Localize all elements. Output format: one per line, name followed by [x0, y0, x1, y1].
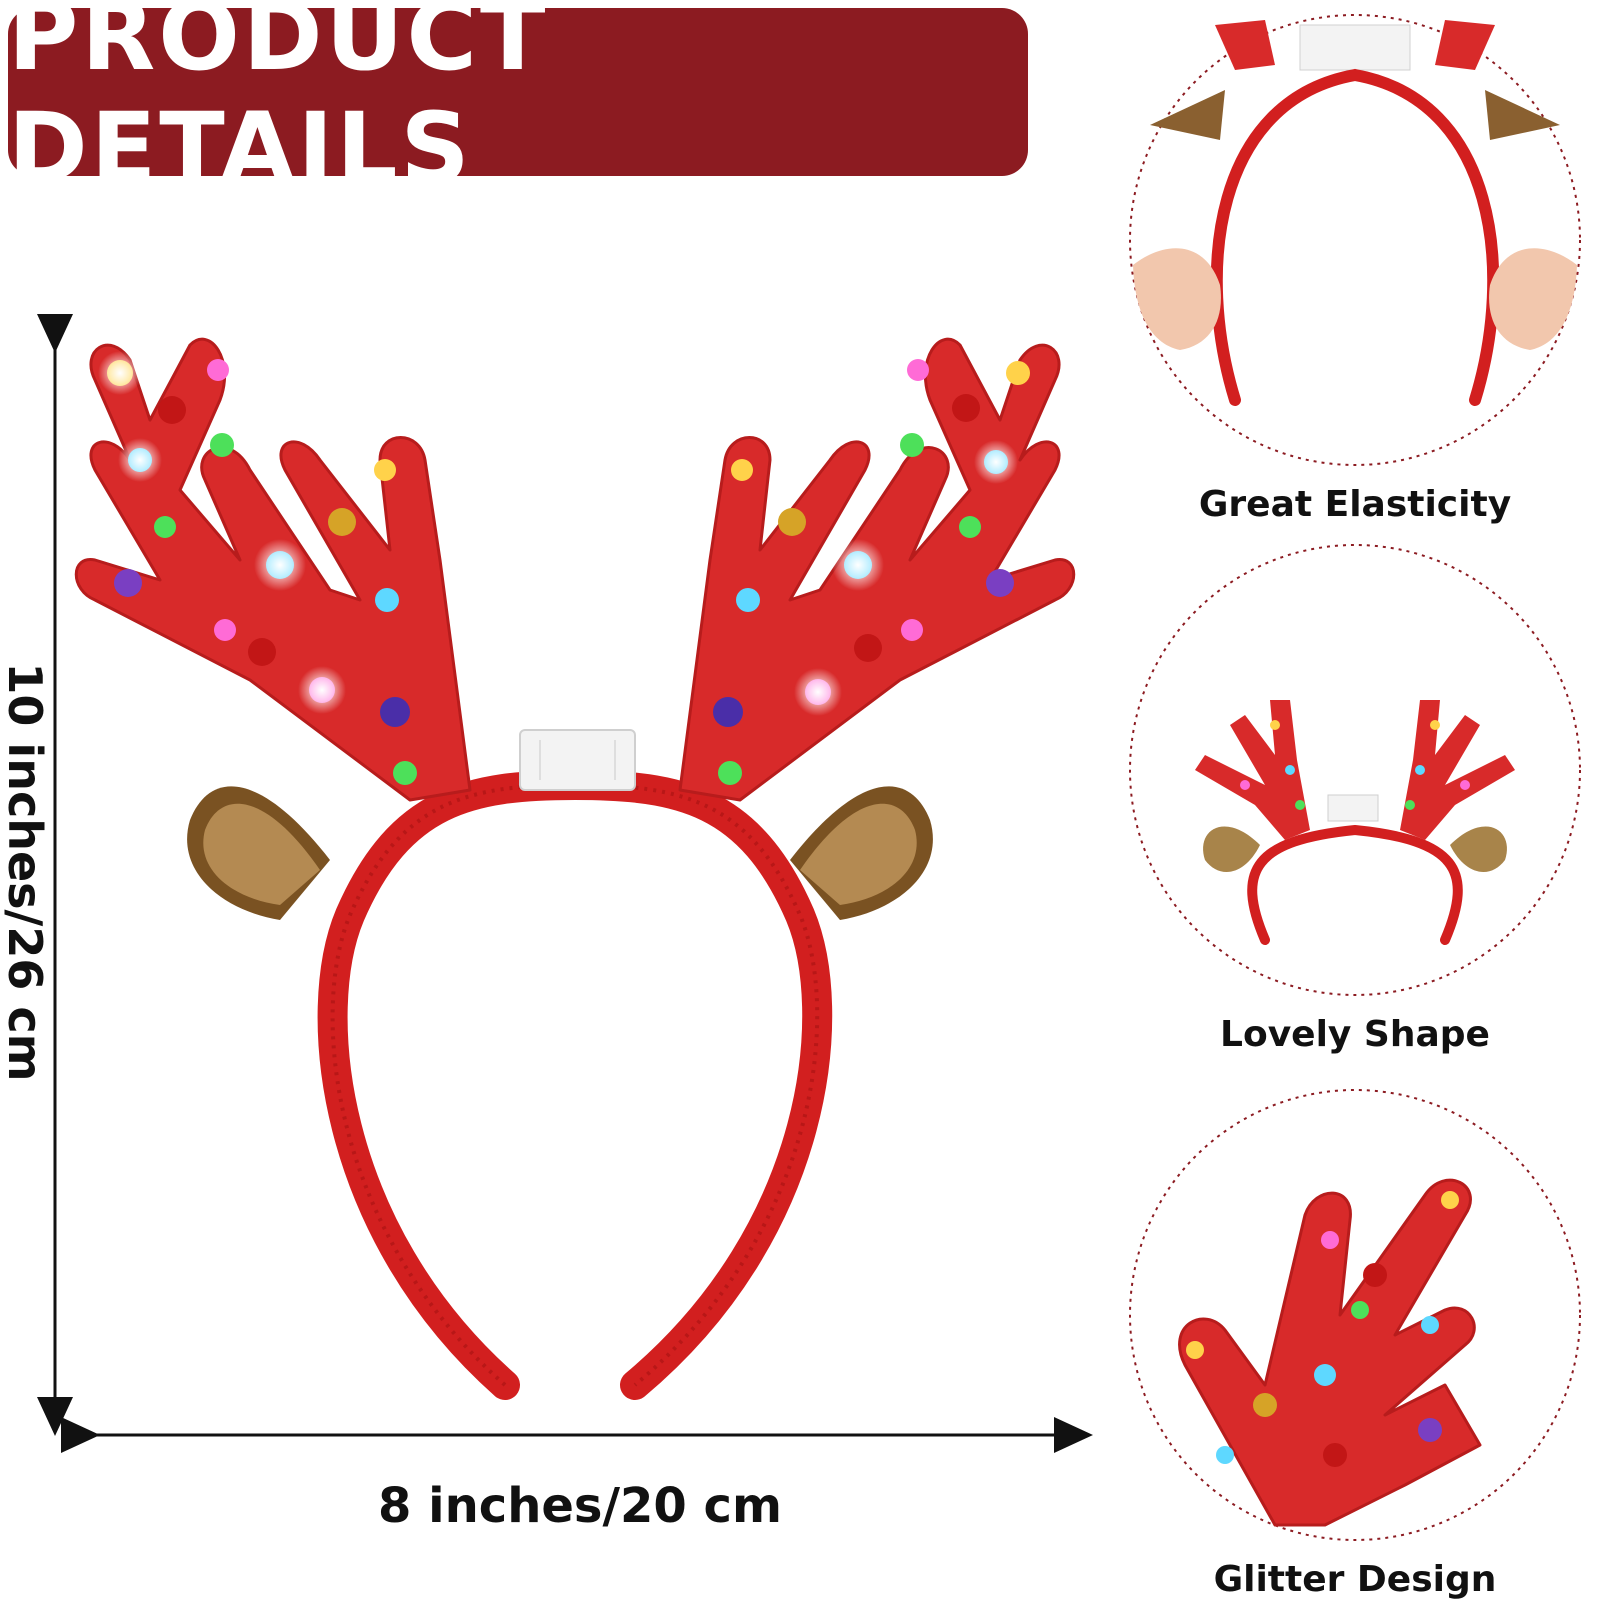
banner-title: PRODUCT DETAILS: [8, 0, 549, 204]
headband-band: [317, 769, 833, 1400]
feature-caption-glitter: Glitter Design: [1213, 1559, 1497, 1600]
feature-shape: Lovely Shape: [1125, 540, 1585, 1055]
height-dimension-label: 10 inches/26 cm: [0, 662, 52, 1082]
left-ear: [187, 786, 330, 920]
glitter-image: [1129, 1089, 1581, 1541]
width-dimension-label: 8 inches/20 cm: [378, 1478, 782, 1534]
feature-caption-elasticity: Great Elasticity: [1198, 484, 1512, 525]
headband-illustration: [37, 314, 1093, 1453]
elasticity-image: [1129, 14, 1581, 466]
shape-image: [1129, 544, 1581, 996]
feature-elasticity: Great Elasticity: [1125, 10, 1585, 525]
feature-caption-shape: Lovely Shape: [1220, 1014, 1490, 1055]
right-ear: [790, 786, 933, 920]
feature-glitter: Glitter Design: [1125, 1085, 1585, 1600]
antler-lights: [98, 351, 417, 785]
antler-lights-right: [713, 359, 1030, 785]
battery-box: [519, 729, 636, 791]
product-details-banner: PRODUCT DETAILS: [8, 0, 1028, 204]
